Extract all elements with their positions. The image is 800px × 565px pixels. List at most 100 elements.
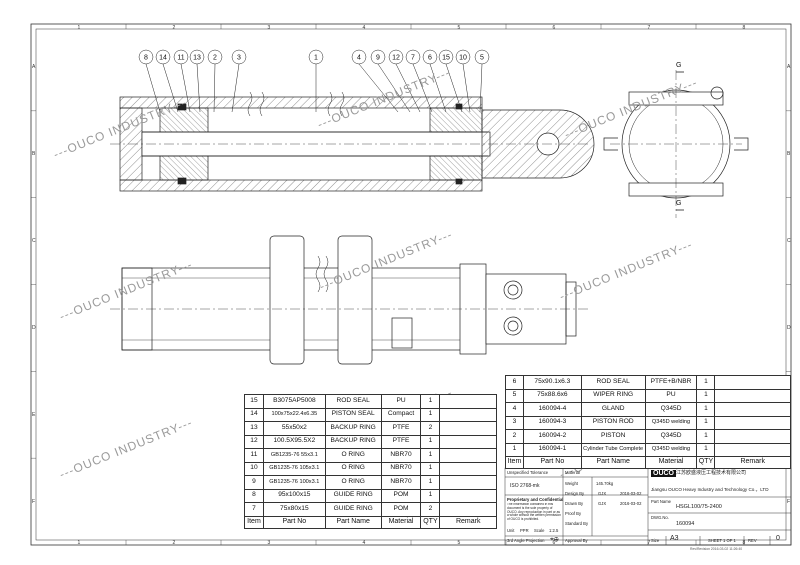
cell-part-no: 75x80x15 <box>262 502 326 517</box>
part-name-label: Part Name <box>651 499 672 504</box>
weight-label: Weight <box>565 481 578 486</box>
cell-remark <box>439 461 497 476</box>
header-part-no: Part No <box>522 456 582 469</box>
cell-part-no: GB1235-76 55x3.1 <box>262 448 326 463</box>
cell-material: PTFE <box>380 421 422 436</box>
header-material: Material <box>644 456 698 469</box>
cell-part-name: PISTON SEAL <box>324 407 382 422</box>
balloon: 10 <box>455 49 471 113</box>
cell-qty: 2 <box>420 502 441 517</box>
zone-column-label: 2 <box>172 25 176 31</box>
zone-row-label: F <box>32 498 36 505</box>
balloon-number: 15 <box>442 54 450 61</box>
cell-part-name: PISTON ROD <box>580 415 646 430</box>
zone-column-label: 7 <box>647 25 651 31</box>
cell-part-name: BACKUP RING <box>324 421 382 436</box>
rev-label: REV <box>748 538 757 543</box>
balloon-number: 7 <box>411 54 415 61</box>
cell-qty: 1 <box>696 442 716 457</box>
cell-part-no: 160094-1 <box>522 442 582 457</box>
section-label-bottom: G <box>676 200 682 207</box>
cell-part-name: O RING <box>324 475 382 490</box>
cell-material: PU <box>644 388 698 403</box>
balloon-number: 10 <box>459 54 467 61</box>
header-part-no: Part No <box>262 515 326 529</box>
scale-value: 1:2.5 <box>549 528 559 533</box>
zone-row-label: E <box>32 411 36 418</box>
cell-item: 6 <box>505 375 524 390</box>
cell-item: 11 <box>244 448 264 463</box>
zone-column-label: 3 <box>267 540 271 546</box>
footer-note: Rev/Revision 2016-03-02 11:26:40 <box>690 547 743 551</box>
cell-material: Q345D <box>644 402 698 417</box>
balloon-number: 5 <box>480 54 484 61</box>
size-label: Size <box>651 538 660 543</box>
cell-material: Q345D welding <box>644 442 698 457</box>
unit-value: PPR <box>520 528 529 533</box>
cell-part-no: 75x90.1x6.3 <box>522 375 582 390</box>
cell-remark <box>714 402 791 417</box>
unit-label: Unit <box>507 528 515 533</box>
sheet-value: SHEET 1 OF 1 <box>708 538 736 543</box>
cell-qty: 1 <box>420 475 441 490</box>
plan-view <box>110 235 590 365</box>
zone-column-label: 4 <box>362 540 366 546</box>
company-logo: OUCO <box>651 470 676 477</box>
zone-column-label: 5 <box>457 25 461 31</box>
zone-row-label: C <box>32 238 36 245</box>
balloon-number: 2 <box>213 54 217 61</box>
tolerance-value: ISO 2768-mk <box>510 483 540 489</box>
cell-part-no: GB1235-76 100x3.1 <box>262 475 326 490</box>
cell-part-no: 75x88.6x6 <box>522 388 582 403</box>
cell-item: 14 <box>244 407 264 422</box>
cell-item: 7 <box>244 502 264 517</box>
zone-column-label: 5 <box>457 540 461 546</box>
cell-part-name: WIPER RING <box>580 388 646 403</box>
cell-item: 12 <box>244 434 264 449</box>
balloon: 5 <box>474 49 490 113</box>
cell-item: 10 <box>244 461 264 476</box>
zone-row-label: D <box>32 324 36 331</box>
cell-part-name: GLAND <box>580 402 646 417</box>
zone-column-label: 8 <box>742 25 746 31</box>
cell-material: PU <box>380 394 422 409</box>
cell-qty: 1 <box>420 448 441 463</box>
proof-label: Proof By <box>565 511 582 516</box>
cell-remark <box>714 442 791 457</box>
zone-column-label: 6 <box>552 540 556 546</box>
end-view <box>603 70 749 218</box>
zone-column-label: 8 <box>742 540 746 546</box>
header-part-name: Part Name <box>324 515 382 529</box>
cell-part-name: ROD SEAL <box>580 375 646 390</box>
cell-part-no: GB1235-76 105x3.1 <box>262 461 326 476</box>
balloon: 11 <box>173 49 191 113</box>
balloon-number: 11 <box>177 54 184 61</box>
cell-part-no: 55x50x2 <box>262 421 326 436</box>
balloon-number: 8 <box>144 54 148 61</box>
zone-column-label: 4 <box>362 25 366 31</box>
balloon: 7 <box>405 49 433 113</box>
cell-qty: 1 <box>696 388 716 403</box>
cell-material: PTFE+B/NBR <box>644 375 698 390</box>
zone-row-label: A <box>32 64 36 71</box>
cell-item: 8 <box>244 488 264 503</box>
tolerance-label: Unspecified Tolerance <box>507 470 549 475</box>
balloon: 14 <box>155 49 179 113</box>
zone-column-label: 7 <box>647 540 651 546</box>
balloon: 8 <box>138 49 161 113</box>
cell-remark <box>439 502 497 517</box>
cell-item: 15 <box>244 394 264 409</box>
bom-left-header: Item Part No Part Name Material QTY Rema… <box>244 515 497 529</box>
balloon-number: 14 <box>159 54 167 61</box>
cell-part-name: PISTON <box>580 429 646 444</box>
section-label-top: G <box>676 62 682 69</box>
